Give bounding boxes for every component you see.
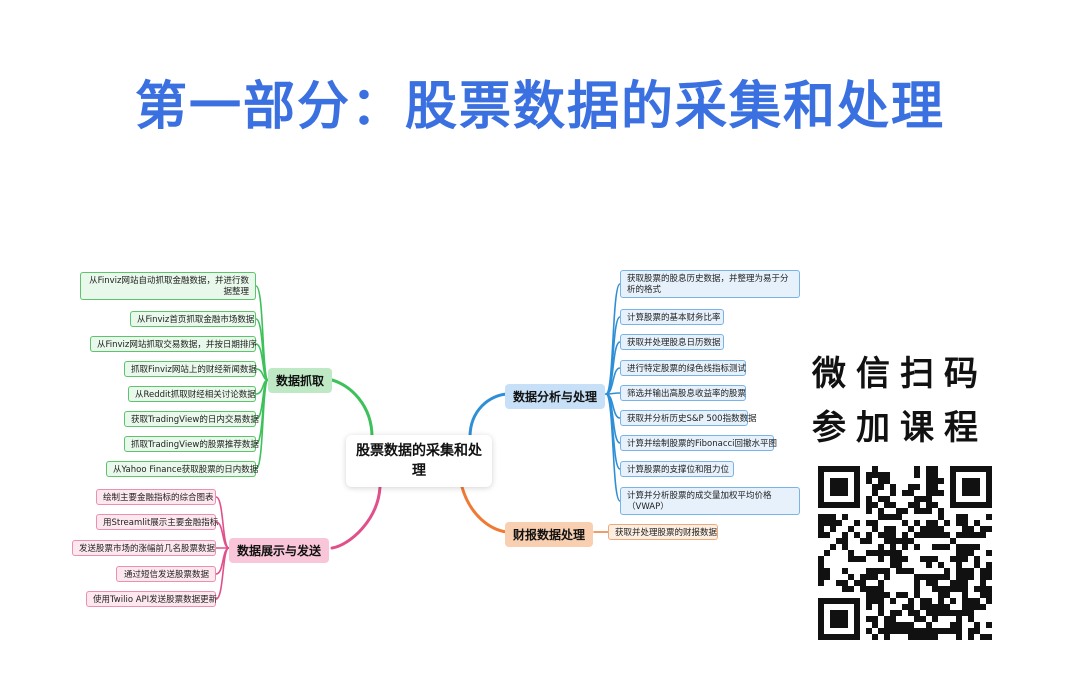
leaf-scraping-0: 从Finviz网站自动抓取金融数据，并进行数据整理: [80, 272, 256, 300]
branch-analysis: 数据分析与处理: [505, 384, 606, 409]
link-center-scraping: [330, 378, 374, 439]
link-center-display: [330, 485, 382, 550]
leaf-display-1: 用Streamlit展示主要金融指标: [96, 514, 218, 530]
link-center-analysis: [468, 392, 509, 439]
qr-code-icon[interactable]: [818, 466, 992, 640]
leaf-analysis-0: 获取股票的股息历史数据，并整理为易于分析的格式: [620, 270, 800, 298]
link-scraping-0: [255, 285, 269, 381]
leaf-display-3: 通过短信发送股票数据: [116, 566, 216, 582]
leaf-display-4: 使用Twilio API发送股票数据更新: [86, 591, 217, 607]
leaf-analysis-4: 筛选并输出高股息收益率的股票: [620, 385, 746, 401]
branch-financials: 财报数据处理: [505, 522, 594, 547]
leaf-scraping-5: 获取TradingView的日内交易数据: [124, 411, 259, 427]
leaf-scraping-3: 抓取Finviz网站上的财经新闻数据: [124, 361, 257, 377]
leaf-scraping-4: 从Reddit抓取财经相关讨论数据: [128, 386, 256, 402]
leaf-analysis-5: 获取并分析历史S&P 500指数数据: [620, 410, 757, 426]
mindmap-center-node: 股票数据的采集和处理: [346, 435, 492, 487]
leaf-analysis-3: 进行特定股票的绿色线指标测试: [620, 360, 746, 376]
leaf-scraping-1: 从Finviz首页抓取金融市场数据: [130, 311, 256, 327]
leaf-analysis-8: 计算并分析股票的成交量加权平均价格（VWAP）: [620, 487, 800, 515]
page-title: 第一部分：股票数据的采集和处理: [134, 77, 945, 137]
link-display-4: [215, 547, 230, 600]
branch-display: 数据展示与发送: [229, 538, 330, 563]
link-scraping-7: [255, 379, 269, 470]
link-analysis-8: [605, 393, 621, 502]
leaf-analysis-7: 计算股票的支撑位和阻力位: [620, 461, 734, 477]
leaf-analysis-1: 计算股票的基本财务比率: [620, 309, 724, 325]
promo-line-2: 参加课程: [812, 408, 988, 448]
leaf-analysis-2: 获取并处理股息日历数据: [620, 334, 724, 350]
leaf-scraping-7: 从Yahoo Finance获取股票的日内数据: [106, 461, 258, 477]
promo-line-1: 微信扫码: [812, 354, 988, 394]
branch-scraping: 数据抓取: [268, 368, 333, 393]
leaf-display-0: 绘制主要金融指标的综合图表: [96, 489, 216, 505]
leaf-financials-0: 获取并处理股票的财报数据: [608, 524, 718, 540]
leaf-display-2: 发送股票市场的涨幅前几名股票数据: [72, 540, 216, 556]
link-center-financials: [460, 485, 509, 534]
leaf-analysis-6: 计算并绘制股票的Fibonacci回撤水平图: [620, 435, 777, 451]
link-analysis-0: [605, 283, 621, 395]
leaf-scraping-6: 抓取TradingView的股票推荐数据: [124, 436, 259, 452]
leaf-scraping-2: 从Finviz网站抓取交易数据，并按日期排序: [90, 336, 257, 352]
